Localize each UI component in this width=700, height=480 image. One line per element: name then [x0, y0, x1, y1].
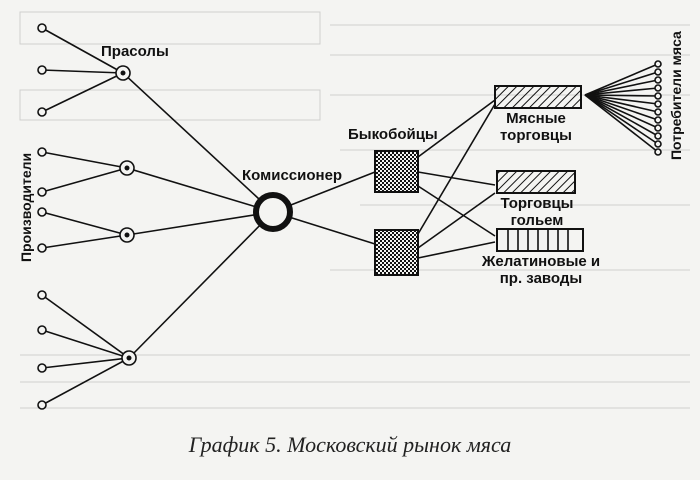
prasoly-label: Прасолы — [101, 43, 169, 60]
consumer-nodes — [654, 60, 662, 156]
meat-traders-label: Мясные торговцы — [500, 110, 572, 144]
producers-label: Производители — [18, 152, 34, 262]
consumer-links — [584, 63, 659, 153]
producer-nodes — [37, 23, 47, 410]
prasol-links — [122, 72, 274, 359]
producer-links — [41, 27, 130, 406]
slaughterers-label: Быкобойцы — [348, 126, 438, 143]
prasol-nodes — [115, 65, 137, 366]
gelatin-plants-bar — [496, 228, 584, 252]
slaughterer-box-2 — [374, 229, 419, 276]
commissioner-label: Комиссионер — [242, 167, 343, 184]
gelatin-plants-label: Желатиновые и пр. заводы — [481, 253, 601, 287]
commissioner-node — [253, 192, 293, 232]
slaughterer-links — [417, 99, 496, 259]
meat-traders-bar — [494, 85, 582, 109]
slaughterer-box-1 — [374, 150, 419, 193]
figure-caption: График 5. Московский рынок мяса — [188, 432, 512, 457]
whole-traders-bar — [496, 170, 576, 194]
whole-traders-label: Торговцы гольем — [500, 195, 574, 229]
consumers-label: Потребители мяса — [668, 31, 684, 160]
